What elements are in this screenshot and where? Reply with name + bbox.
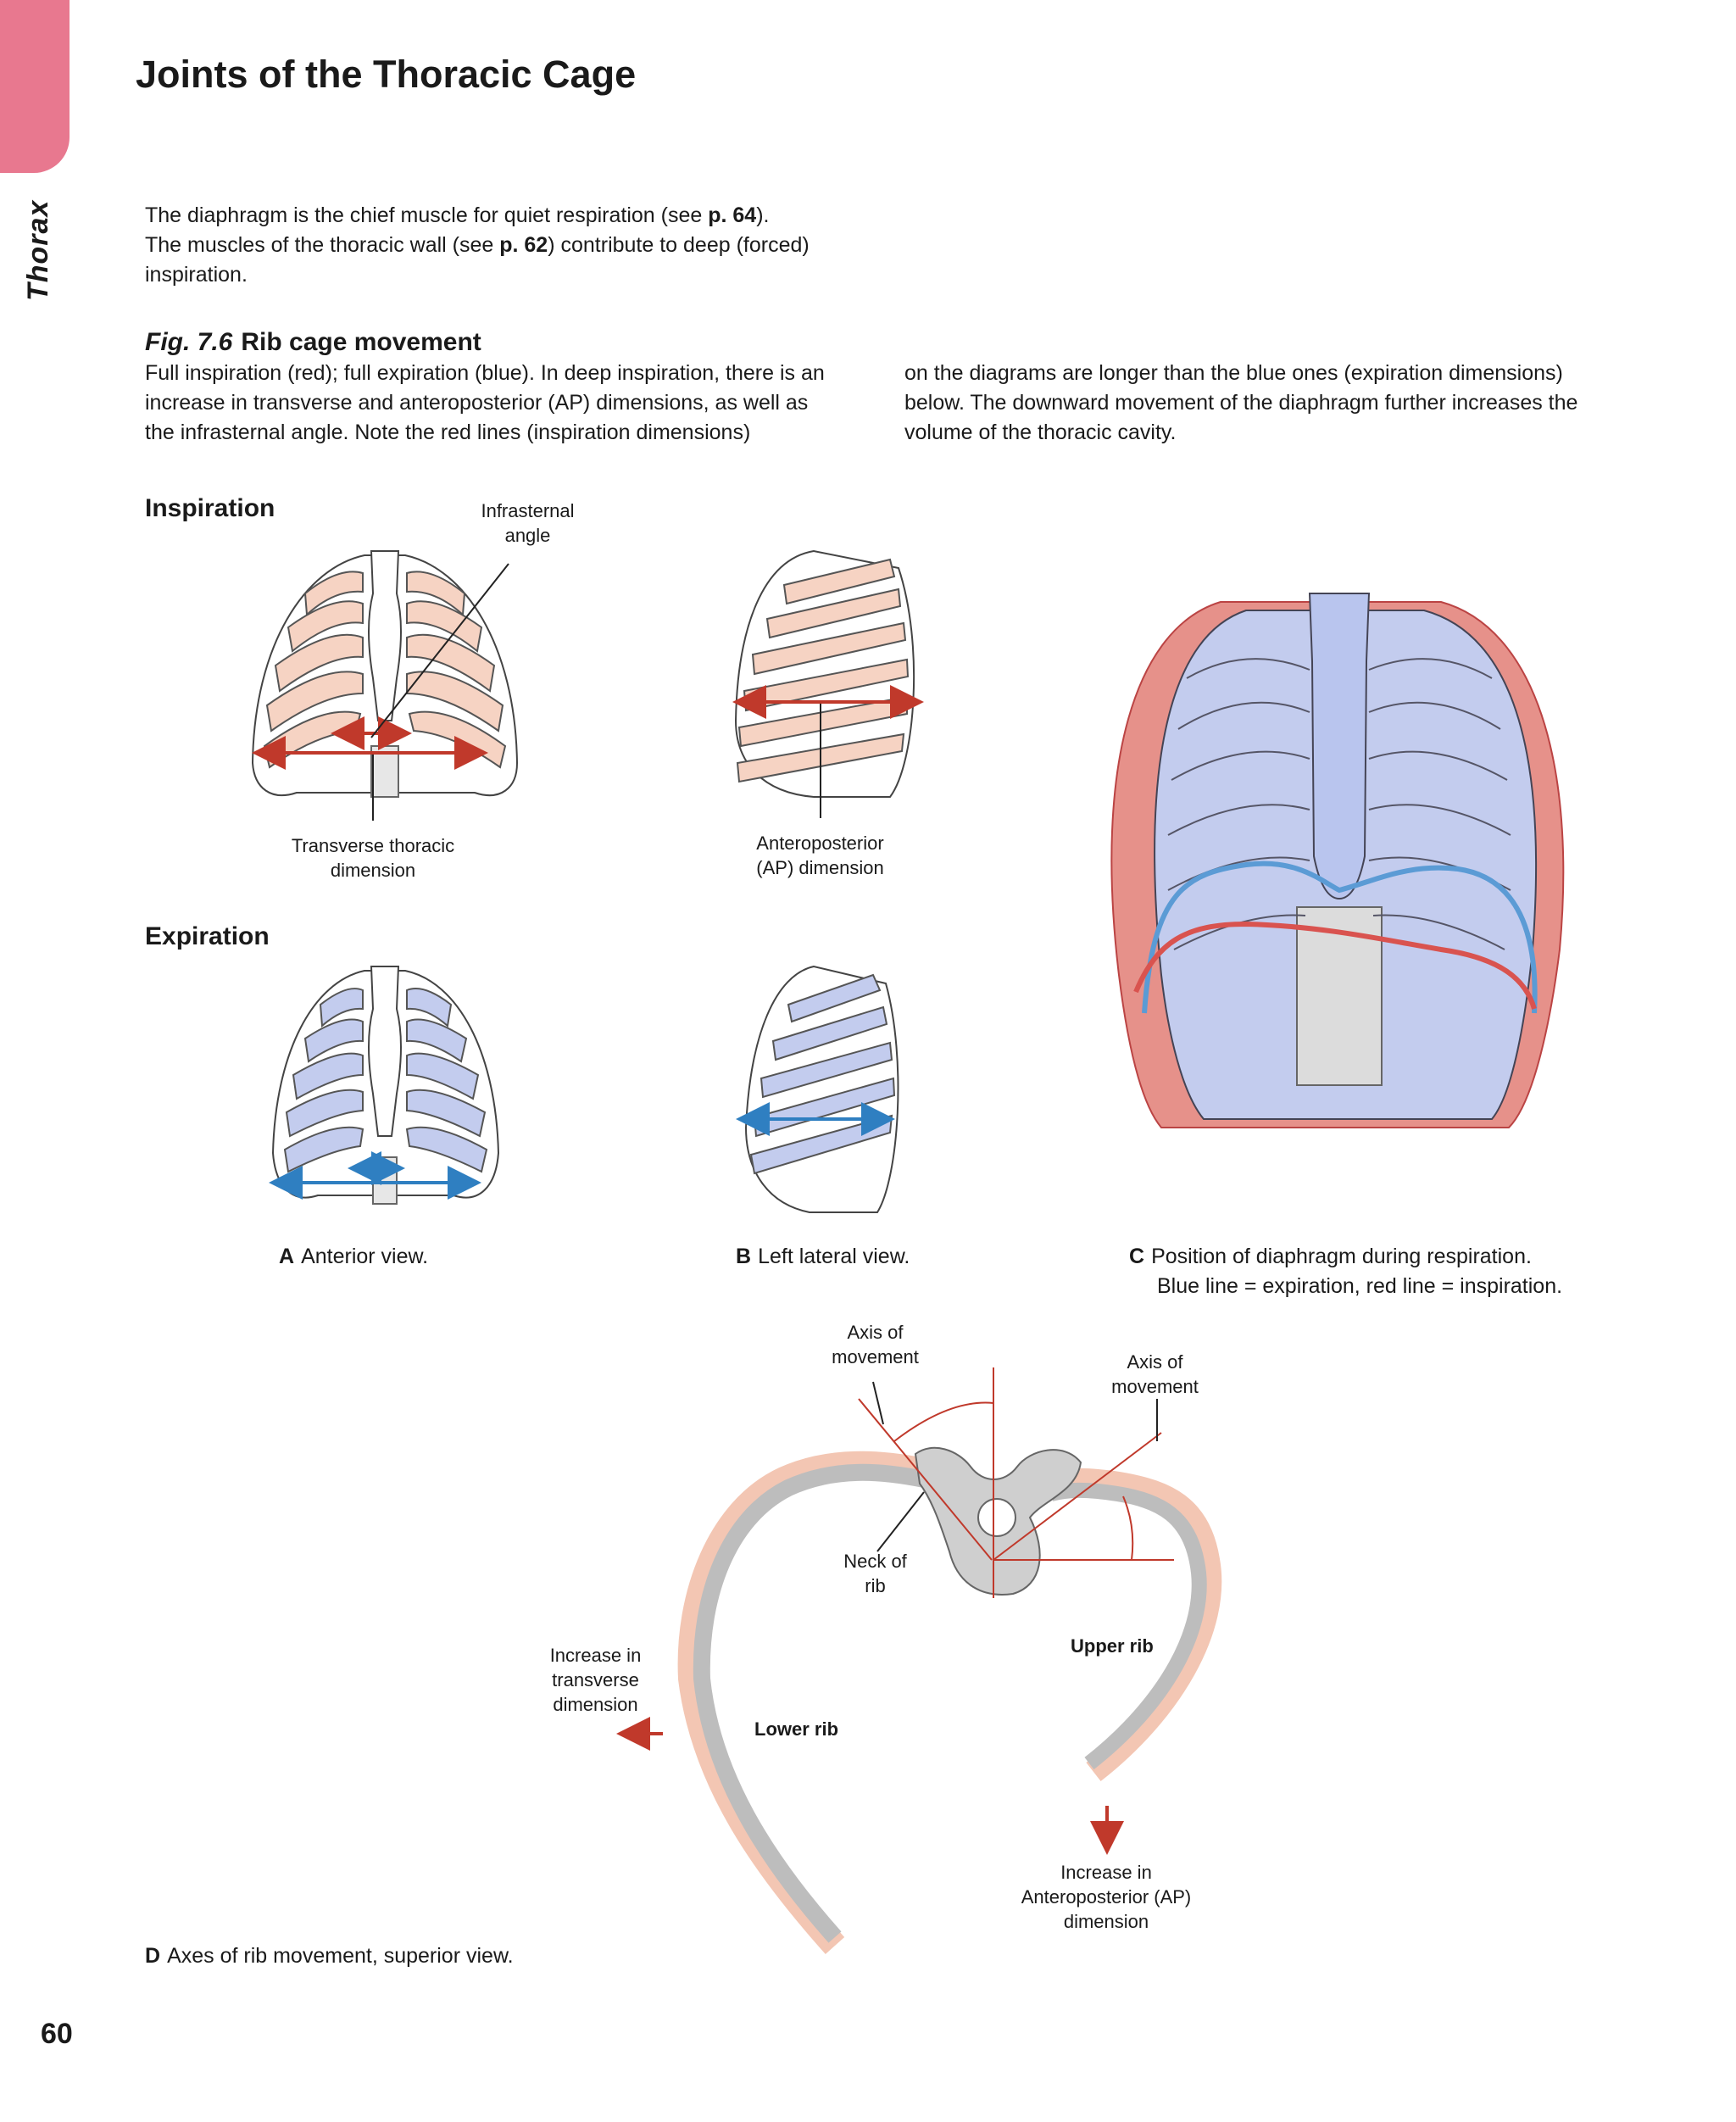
axis-of-movement-label: Axis of movement — [1111, 1351, 1199, 1397]
intro-paragraph: The diaphragm is the chief muscle for qu… — [145, 203, 810, 287]
infrasternal-angle-label: Infrasternal angle — [481, 500, 575, 546]
increase-ap-label: Increase in Anteroposterior (AP) dimensi… — [1021, 1862, 1192, 1932]
axis-of-movement-label: Axis of movement — [832, 1322, 919, 1367]
inspiration-heading: Inspiration — [145, 494, 275, 522]
figure-caption-right: on the diagrams are longer than the blue… — [904, 361, 1578, 444]
expiration-heading: Expiration — [145, 922, 270, 950]
page-number: 60 — [41, 2018, 73, 2050]
diaphragm-position-illustration — [1110, 593, 1565, 1128]
figure-title: Rib cage movement — [241, 328, 481, 356]
rib-cage-anterior-expiration — [269, 966, 500, 1205]
rib-movement-illustration — [616, 1367, 1222, 1955]
increase-transverse-label: Increase in transverse dimension — [549, 1645, 642, 1715]
neck-of-rib-label: Neck of rib — [843, 1551, 907, 1596]
transverse-dimension-label: Transverse thoracic dimension — [291, 835, 455, 881]
figure-number: Fig. 7.6 — [145, 328, 233, 356]
page-title: Joints of the Thoracic Cage — [136, 53, 637, 96]
section-tab — [0, 0, 70, 173]
lower-rib-label: Lower rib — [754, 1718, 839, 1740]
page-reference[interactable]: p. 64 — [708, 203, 757, 227]
rib-cage-lateral-inspiration — [732, 549, 924, 818]
page-reference[interactable]: p. 62 — [499, 233, 548, 257]
ap-dimension-label: Anteroposterior (AP) dimension — [756, 833, 884, 878]
figure-caption-left: Full inspiration (red); full expiration … — [145, 361, 825, 444]
upper-rib-label: Upper rib — [1071, 1635, 1154, 1657]
rib-cage-anterior-inspiration — [251, 550, 519, 821]
figure-heading: Fig. 7.6 Rib cage movement — [145, 328, 481, 357]
rib-cage-lateral-expiration — [736, 965, 899, 1213]
